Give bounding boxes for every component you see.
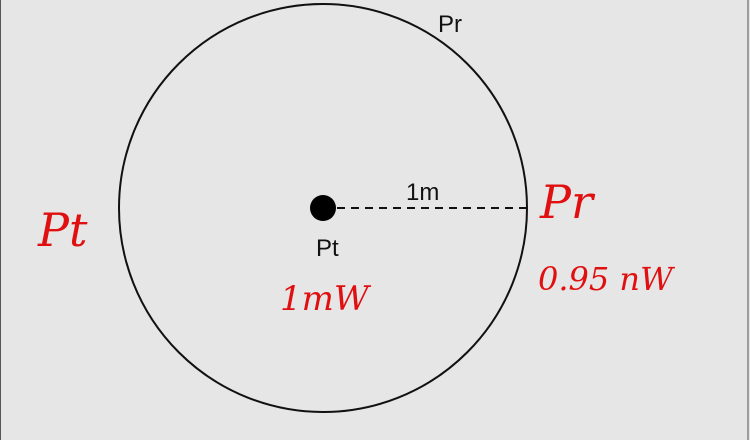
handwritten-pt-note: Pt [37, 203, 88, 257]
transmitter-label: Pt [316, 235, 339, 262]
transmitter-dot [310, 195, 336, 221]
handwritten-pr-note: Pr [539, 175, 596, 229]
distance-label: 1m [406, 179, 439, 206]
receiver-label: Pr [438, 11, 462, 38]
handwritten-received-power: 0.95 nW [538, 260, 676, 298]
handwritten-transmit-power: 1mW [280, 279, 372, 319]
